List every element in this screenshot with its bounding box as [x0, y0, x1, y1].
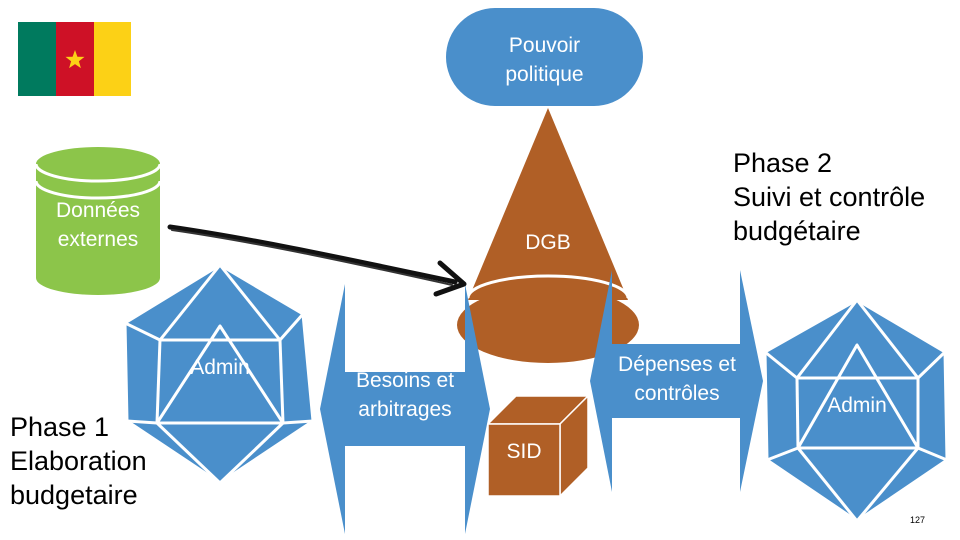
- cameroon-flag: [18, 22, 131, 96]
- depenses-line1: Dépenses et: [618, 353, 736, 376]
- besoins-line1: Besoins et: [355, 369, 455, 392]
- star-icon: [65, 50, 85, 69]
- pouvoir-politique-label: Pouvoir politique: [446, 31, 643, 89]
- sid-label: SID: [506, 440, 542, 463]
- phase1-line3: budgetaire: [10, 480, 138, 510]
- donnees-line2: externes: [57, 228, 139, 251]
- depenses-controles-arrow: [590, 270, 763, 492]
- sid-cube: [486, 394, 590, 498]
- besoins-arbitrages-label: Besoins et arbitrages: [330, 366, 480, 424]
- page-number: 127: [910, 515, 926, 525]
- data-flow-arrow: [167, 224, 467, 297]
- phase2-text: Phase 2 Suivi et contrôle budgétaire: [733, 146, 925, 248]
- dgb-label: DGB: [525, 231, 571, 254]
- pouvoir-line1: Pouvoir: [508, 34, 581, 57]
- phase1-line1: Phase 1: [10, 412, 110, 442]
- besoins-arbitrages-arrow: [320, 284, 490, 534]
- depenses-line2: contrôles: [634, 382, 720, 405]
- pouvoir-line2: politique: [505, 63, 584, 86]
- admin-left-label: Admin: [190, 356, 250, 379]
- admin-right-label: Admin: [827, 394, 887, 417]
- phase2-line2: Suivi et contrôle: [733, 182, 926, 212]
- pouvoir-politique-shape: [446, 8, 643, 106]
- admin-right-icosahedron: [763, 298, 949, 523]
- admin-left-icosahedron: [123, 263, 315, 485]
- depenses-controles-label: Dépenses et contrôles: [597, 350, 757, 408]
- phase2-line1: Phase 2: [733, 148, 833, 178]
- donnees-externes-label: Données externes: [36, 196, 160, 254]
- donnees-externes-cylinder: [34, 147, 162, 295]
- phase2-line3: budgétaire: [733, 216, 861, 246]
- donnees-line1: Données: [55, 199, 141, 222]
- besoins-line2: arbitrages: [358, 398, 452, 421]
- phase1-text: Phase 1 Elaboration budgetaire: [10, 410, 147, 512]
- phase1-line2: Elaboration: [10, 446, 147, 476]
- dgb-cone: [457, 108, 639, 363]
